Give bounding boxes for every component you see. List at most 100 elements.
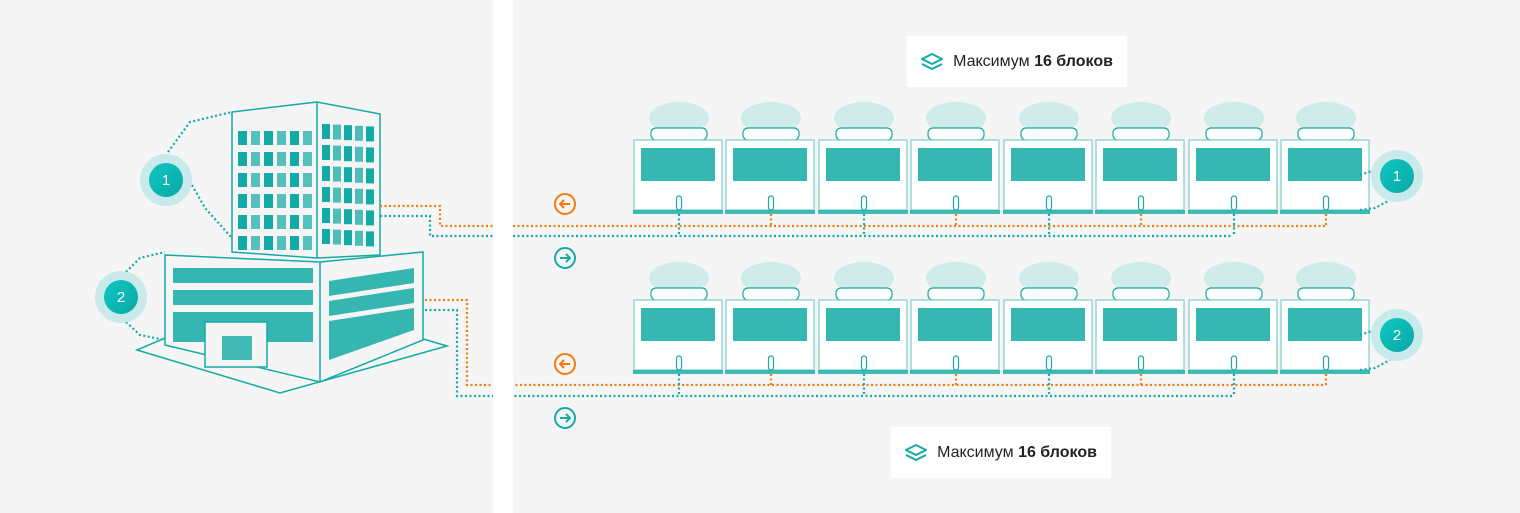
window (322, 229, 330, 244)
fan-housing (1020, 127, 1078, 141)
chiller-unit (1188, 262, 1278, 396)
coil-grille (1196, 148, 1270, 181)
window (322, 145, 330, 160)
window (251, 194, 260, 208)
window (264, 215, 273, 229)
unit-base (725, 370, 815, 374)
window-band (173, 290, 313, 305)
fan-housing (1205, 287, 1263, 301)
window (238, 152, 247, 166)
fan-housing (1297, 127, 1355, 141)
top-max-units-label: Максимум 16 блоков (907, 36, 1127, 87)
airflow (1019, 102, 1079, 134)
window-band (329, 288, 414, 316)
divider (493, 0, 513, 513)
badge-1-lower-link (191, 184, 233, 239)
chiller-unit (633, 102, 723, 236)
window (277, 194, 286, 208)
badge-number: 2 (104, 280, 138, 314)
bottom-max-units-label: Максимум 16 блоков (891, 427, 1111, 478)
arrow-glyph (558, 199, 570, 209)
unit-base (1280, 370, 1370, 374)
row-badge-link (1359, 199, 1391, 212)
coil-grille (918, 148, 992, 181)
window (344, 209, 352, 225)
pipe-connector (1230, 355, 1238, 371)
coil-grille (641, 148, 715, 181)
badge-1-upper-link (167, 110, 233, 153)
label-count: 16 блоков (1034, 52, 1113, 70)
unit-base (1095, 210, 1185, 214)
fan-housing (927, 127, 985, 141)
arrow-glyph (558, 359, 570, 369)
window (303, 152, 312, 166)
pipe-connector (1137, 355, 1145, 371)
window (251, 131, 260, 145)
badge-2-lower-link (125, 321, 166, 342)
pipe-connector (860, 195, 868, 211)
unit-base (910, 370, 1000, 374)
pipe-connector (675, 195, 683, 211)
airflow (1296, 262, 1356, 294)
unit-row-2 (633, 262, 1370, 396)
chiller-unit (818, 262, 908, 396)
label-prefix: Максимум (953, 52, 1030, 70)
pipe-connector (1045, 195, 1053, 211)
unit-base (1188, 210, 1278, 214)
badge-number: 1 (1380, 159, 1414, 193)
window (277, 152, 286, 166)
window (303, 173, 312, 187)
building-base (134, 337, 450, 394)
coil-grille (826, 308, 900, 341)
window (290, 131, 299, 145)
window (303, 131, 312, 145)
coil-grille (1288, 148, 1362, 181)
window (238, 215, 247, 229)
window (344, 230, 352, 246)
window (238, 194, 247, 208)
window (366, 231, 374, 247)
window (251, 173, 260, 187)
window-band (173, 268, 313, 283)
airflow (1019, 262, 1079, 294)
window (322, 166, 330, 181)
window (333, 166, 341, 182)
chiller-unit (725, 102, 815, 226)
window (322, 124, 330, 139)
window (290, 173, 299, 187)
unit-base (818, 370, 908, 374)
fan-housing (1112, 287, 1170, 301)
window (366, 210, 374, 226)
chiller-unit (1280, 262, 1370, 385)
window (303, 194, 312, 208)
airflow (834, 262, 894, 294)
unit-base (633, 210, 723, 214)
pipe-connector (767, 195, 775, 211)
chiller-unit (633, 262, 723, 396)
fan-housing (742, 127, 800, 141)
window (290, 152, 299, 166)
row-1-return-pipe (380, 204, 1325, 228)
window (251, 152, 260, 166)
chiller-unit (910, 262, 1000, 385)
window (303, 215, 312, 229)
window (355, 209, 363, 225)
coil-grille (641, 308, 715, 341)
pipe-connector (952, 195, 960, 211)
fan-housing (835, 127, 893, 141)
window (333, 229, 341, 245)
unit-base (1280, 210, 1370, 214)
window (355, 146, 363, 162)
arrow-left-icon (554, 353, 576, 375)
fan-housing (927, 287, 985, 301)
pipe-connector (952, 355, 960, 371)
building-circuit-1-badge: 1 (140, 154, 192, 206)
coil-grille (1103, 308, 1177, 341)
fan-housing (835, 287, 893, 301)
badge-number: 2 (1380, 318, 1414, 352)
pipe-connector (1322, 195, 1330, 211)
window (344, 188, 352, 204)
window (277, 215, 286, 229)
label-count: 16 блоков (1018, 443, 1097, 461)
